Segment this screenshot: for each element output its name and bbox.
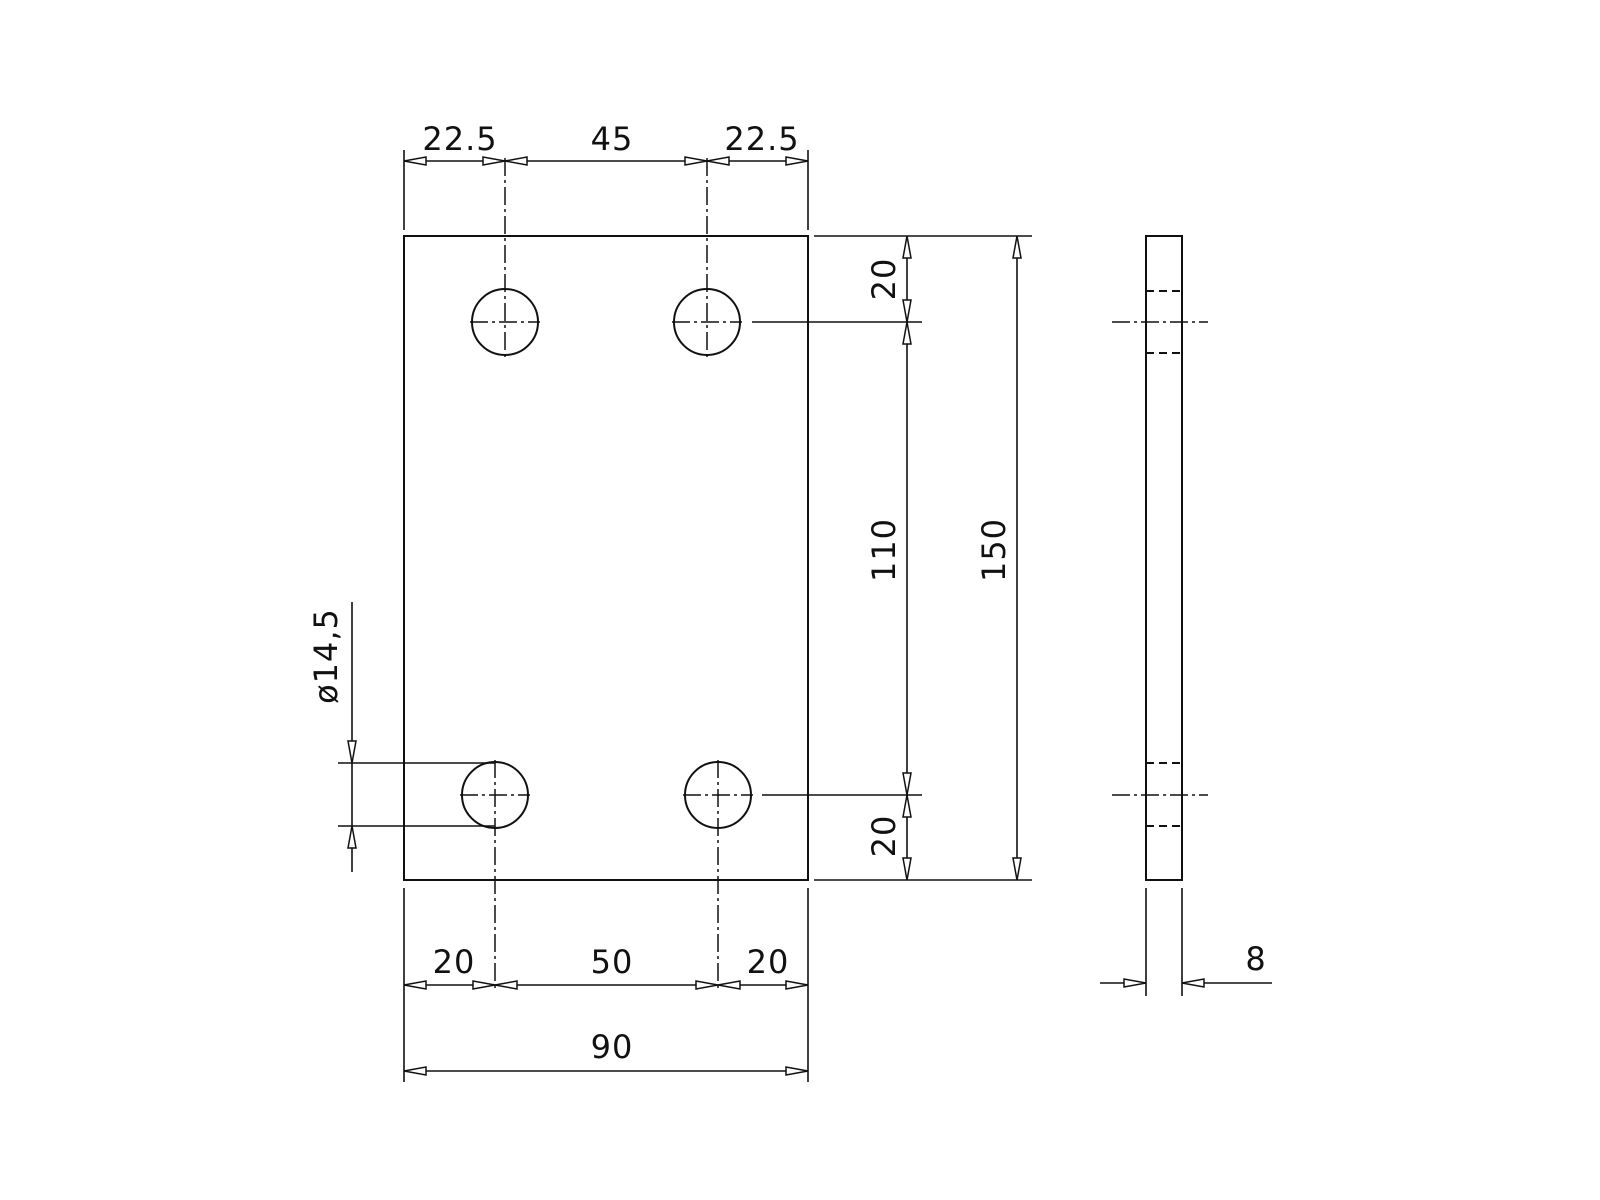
side-view: 8 bbox=[1100, 235, 1272, 996]
dim-top-left: 22.5 bbox=[422, 120, 497, 158]
right-dimensions: 20 110 20 150 bbox=[752, 235, 1032, 881]
hole-bottom-right bbox=[683, 760, 753, 990]
hole-bottom-left bbox=[460, 760, 530, 990]
bottom-dimensions: 20 50 20 90 bbox=[403, 888, 809, 1082]
dim-hole-diameter: ø14,5 bbox=[307, 608, 345, 704]
plate-outline bbox=[403, 235, 809, 881]
dim-top-mid: 45 bbox=[591, 120, 634, 158]
front-view bbox=[403, 158, 809, 990]
dim-top-right: 22.5 bbox=[724, 120, 799, 158]
diameter-dimension: ø14,5 bbox=[307, 602, 495, 872]
dim-thickness: 8 bbox=[1245, 940, 1266, 978]
dim-overall-height: 150 bbox=[975, 518, 1013, 582]
hole-top-right bbox=[672, 158, 742, 357]
dim-right-bottom: 20 bbox=[865, 815, 903, 858]
dim-right-top: 20 bbox=[865, 258, 903, 301]
dim-bottom-mid: 50 bbox=[591, 943, 634, 981]
side-outline bbox=[1145, 235, 1183, 881]
top-dimensions: 22.5 45 22.5 bbox=[403, 120, 809, 230]
hole-top-left bbox=[470, 158, 540, 357]
dim-bottom-right: 20 bbox=[747, 943, 790, 981]
dim-right-mid: 110 bbox=[865, 518, 903, 582]
dim-overall-width: 90 bbox=[591, 1028, 634, 1066]
dim-bottom-left: 20 bbox=[433, 943, 476, 981]
